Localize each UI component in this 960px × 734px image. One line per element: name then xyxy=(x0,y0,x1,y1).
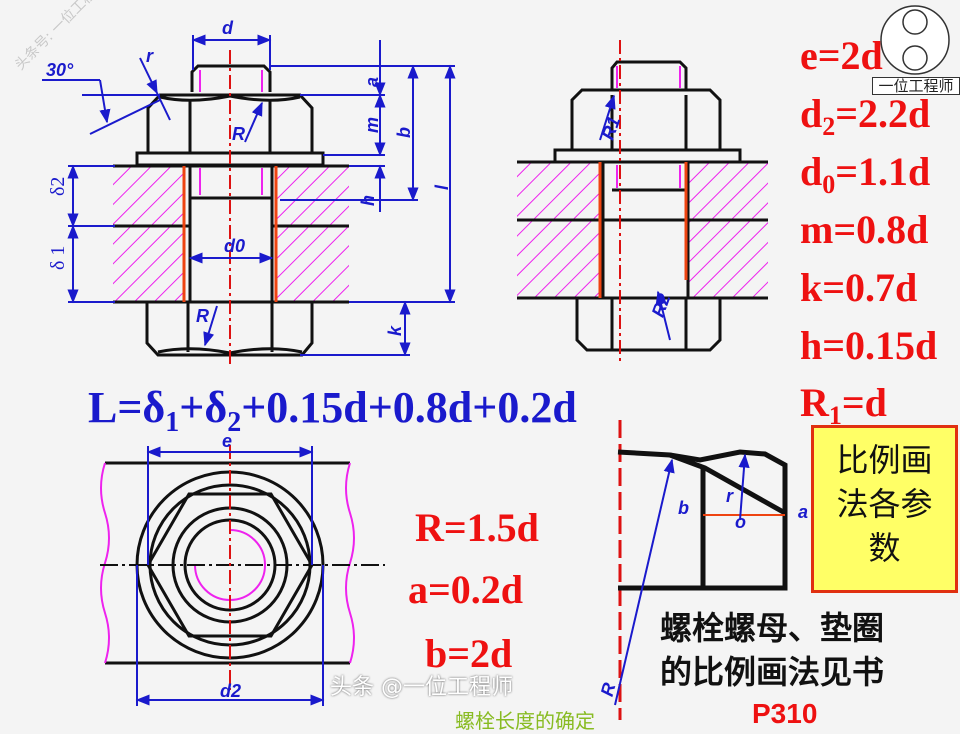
lf-sub2: 2 xyxy=(227,407,242,438)
dim-a-detail-label: a xyxy=(798,502,808,522)
dim-l-label: l xyxy=(432,184,452,190)
lf-part1: L=δ xyxy=(88,383,166,432)
reference-note: 螺栓螺母、垫圈 的比例画法见书 xyxy=(660,606,884,694)
dim-e-label: e xyxy=(222,431,232,451)
formula-R: R=1.5d xyxy=(415,505,539,550)
lf-sub1: 1 xyxy=(165,407,180,438)
formula-k: k=0.7d xyxy=(800,265,918,310)
dim-b-detail-label: b xyxy=(678,498,689,518)
d2-rest: =2.2d xyxy=(835,91,931,136)
R1-sub: 1 xyxy=(828,401,842,430)
dim-m-label: m xyxy=(362,117,382,133)
dim-d2-label: d2 xyxy=(220,681,241,701)
box-line3: 数 xyxy=(868,529,901,567)
dim-b-label: b xyxy=(394,127,414,138)
formula-R1: R1=d xyxy=(800,380,887,429)
angle-30-label: 30° xyxy=(46,60,74,80)
dim-r-label: r xyxy=(146,46,154,66)
lf-part3: +0.15d+0.8d+0.2d xyxy=(241,383,577,432)
dim-R-detail-label: R xyxy=(597,681,620,699)
box-line1: 比例画 xyxy=(836,441,933,479)
formula-m: m=0.8d xyxy=(800,207,929,252)
dim-h-label: h xyxy=(358,195,378,206)
dim-delta1-label: δ 1 xyxy=(47,246,69,270)
d0-base: d xyxy=(800,149,823,194)
dim-R-bottom-label: R xyxy=(196,306,209,326)
left-front-view xyxy=(113,50,349,368)
left-dimensions xyxy=(42,34,456,357)
d2-sub: 2 xyxy=(822,112,836,141)
formula-a: a=0.2d xyxy=(408,567,524,612)
dim-r-detail-label: r xyxy=(726,486,734,506)
bolt-length-formula: L=δ1+δ2+0.15d+0.8d+0.2d xyxy=(88,382,577,437)
top-view xyxy=(100,445,385,690)
d0-rest: =1.1d xyxy=(835,149,931,194)
note-line2: 的比例画法见书 xyxy=(660,653,885,691)
center-o-label: o xyxy=(735,512,746,532)
dim-R2-label: R2 xyxy=(648,291,675,319)
page-reference: P310 xyxy=(752,698,818,729)
watermark: 头条 @一位工程师 xyxy=(330,675,513,700)
R1-base: R xyxy=(800,380,829,425)
formula-d2: d2=2.2d xyxy=(800,91,931,140)
logo-text: 一位工程师 xyxy=(872,77,960,95)
dim-delta2-label: δ2 xyxy=(47,177,69,196)
logo-graphic xyxy=(880,5,950,75)
formula-d0: d0=1.1d xyxy=(800,149,931,198)
note-line1: 螺栓螺母、垫圈 xyxy=(660,609,885,647)
R1-rest: =d xyxy=(841,380,887,425)
d0-sub: 0 xyxy=(822,170,836,199)
dim-a-label: a xyxy=(362,77,382,87)
box-line2: 法各参 xyxy=(836,485,933,523)
d2-base: d xyxy=(800,91,823,136)
formula-e: e=2d xyxy=(800,33,883,78)
parameters-box: 比例画 法各参 数 xyxy=(811,425,958,593)
dim-R-label: R xyxy=(232,124,245,144)
dim-k-label: k xyxy=(385,325,405,336)
middle-front-view xyxy=(517,40,768,365)
dim-d-label: d xyxy=(222,18,234,38)
formula-b: b=2d xyxy=(425,631,513,676)
dim-d0-label: d0 xyxy=(224,236,245,256)
top-view-dimensions xyxy=(135,446,325,706)
chamfer-detail xyxy=(614,420,788,720)
middle-dimensions xyxy=(599,94,671,341)
formula-h: h=0.15d xyxy=(800,323,938,368)
left-labels: d 30° r R a m b l h k δ2 δ 1 d0 R xyxy=(46,18,452,336)
lf-part2: +δ xyxy=(179,383,228,432)
